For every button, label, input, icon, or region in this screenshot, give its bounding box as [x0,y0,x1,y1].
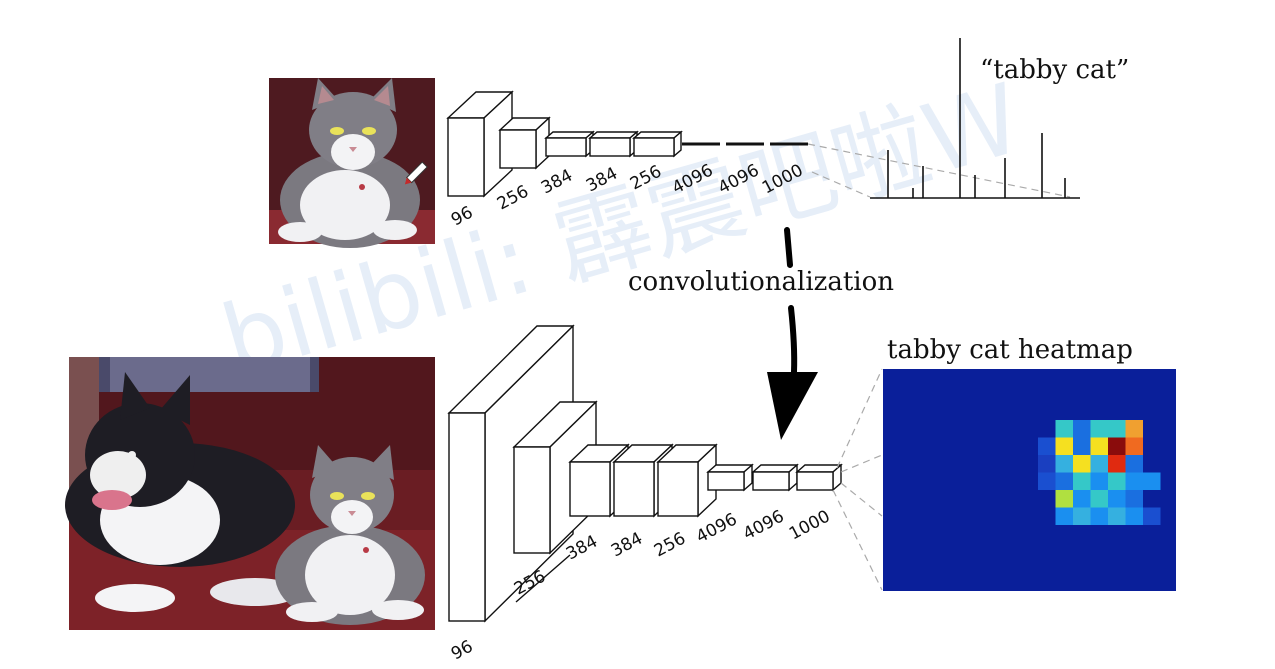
bottom-layer-1000 [795,463,843,492]
heatmap-cell [1143,472,1161,490]
heatmap-cell [1073,490,1091,508]
heatmap-cell [1073,437,1091,455]
heatmap-cell [1090,472,1108,490]
down-arrow-icon [767,227,818,440]
heatmap-title: tabby cat heatmap [887,335,1133,365]
heatmap-cell [1038,437,1056,455]
top-layer-384b [588,130,639,158]
bottom-label-256b: 256 [651,529,689,562]
heatmap-cell [1125,437,1143,455]
heatmap-cell [1108,455,1126,473]
top-layer-256b [632,130,683,158]
dog-and-cat-photo [65,357,435,630]
heatmap-cell [1108,472,1126,490]
heatmap-cell [1055,437,1073,455]
top-layer-256 [498,116,551,170]
bottom-layer-4096a [706,463,754,492]
heatmap-cell [1055,420,1073,438]
bottom-label-4096a: 4096 [693,509,741,547]
bottom-label-4096b: 4096 [740,506,788,544]
heatmap-cell [1125,455,1143,473]
heatmap-cell [1073,472,1091,490]
bottom-label-96: 96 [448,637,476,665]
pencil-cursor-icon [404,161,428,185]
prediction-label: “tabby cat” [980,55,1129,85]
heatmap-cell [1055,507,1073,525]
top-layer-384a [544,130,595,158]
bottom-layer-256b [656,443,718,518]
cat-photo [269,78,435,248]
bottom-label-1000: 1000 [786,506,834,544]
heatmap-cell [1108,437,1126,455]
bottom-layer-4096b [751,463,799,492]
heatmap-cell [1090,507,1108,525]
heatmap-cell [1090,455,1108,473]
bottom-network [447,324,843,623]
heatmap-cell [1055,472,1073,490]
bottom-dashed-connectors [832,368,883,591]
heatmap-cell [1073,507,1091,525]
heatmap-cell [1125,507,1143,525]
heatmap-cell [1073,420,1091,438]
heatmap-cell [1143,507,1161,525]
heatmap-cell [1073,455,1091,473]
heatmap-cell [1090,490,1108,508]
heatmap-cell [1125,472,1143,490]
step-label: convolutionalization [628,267,894,297]
bottom-label-384b: 384 [608,529,646,562]
top-layer-96 [446,90,514,198]
heatmap [883,369,1176,591]
heatmap-cell [1108,507,1126,525]
top-network [446,90,808,198]
heatmap-cell [1108,420,1126,438]
heatmap-cell [1055,490,1073,508]
heatmap-cell [1090,420,1108,438]
heatmap-cell [1125,420,1143,438]
heatmap-cell [1090,437,1108,455]
prediction-histogram [870,38,1080,199]
heatmap-cell [1038,455,1056,473]
top-dashed-connectors [807,143,1071,198]
heatmap-cell [1125,490,1143,508]
heatmap-cell [1108,490,1126,508]
heatmap-cell [1055,455,1073,473]
heatmap-cell [1038,472,1056,490]
